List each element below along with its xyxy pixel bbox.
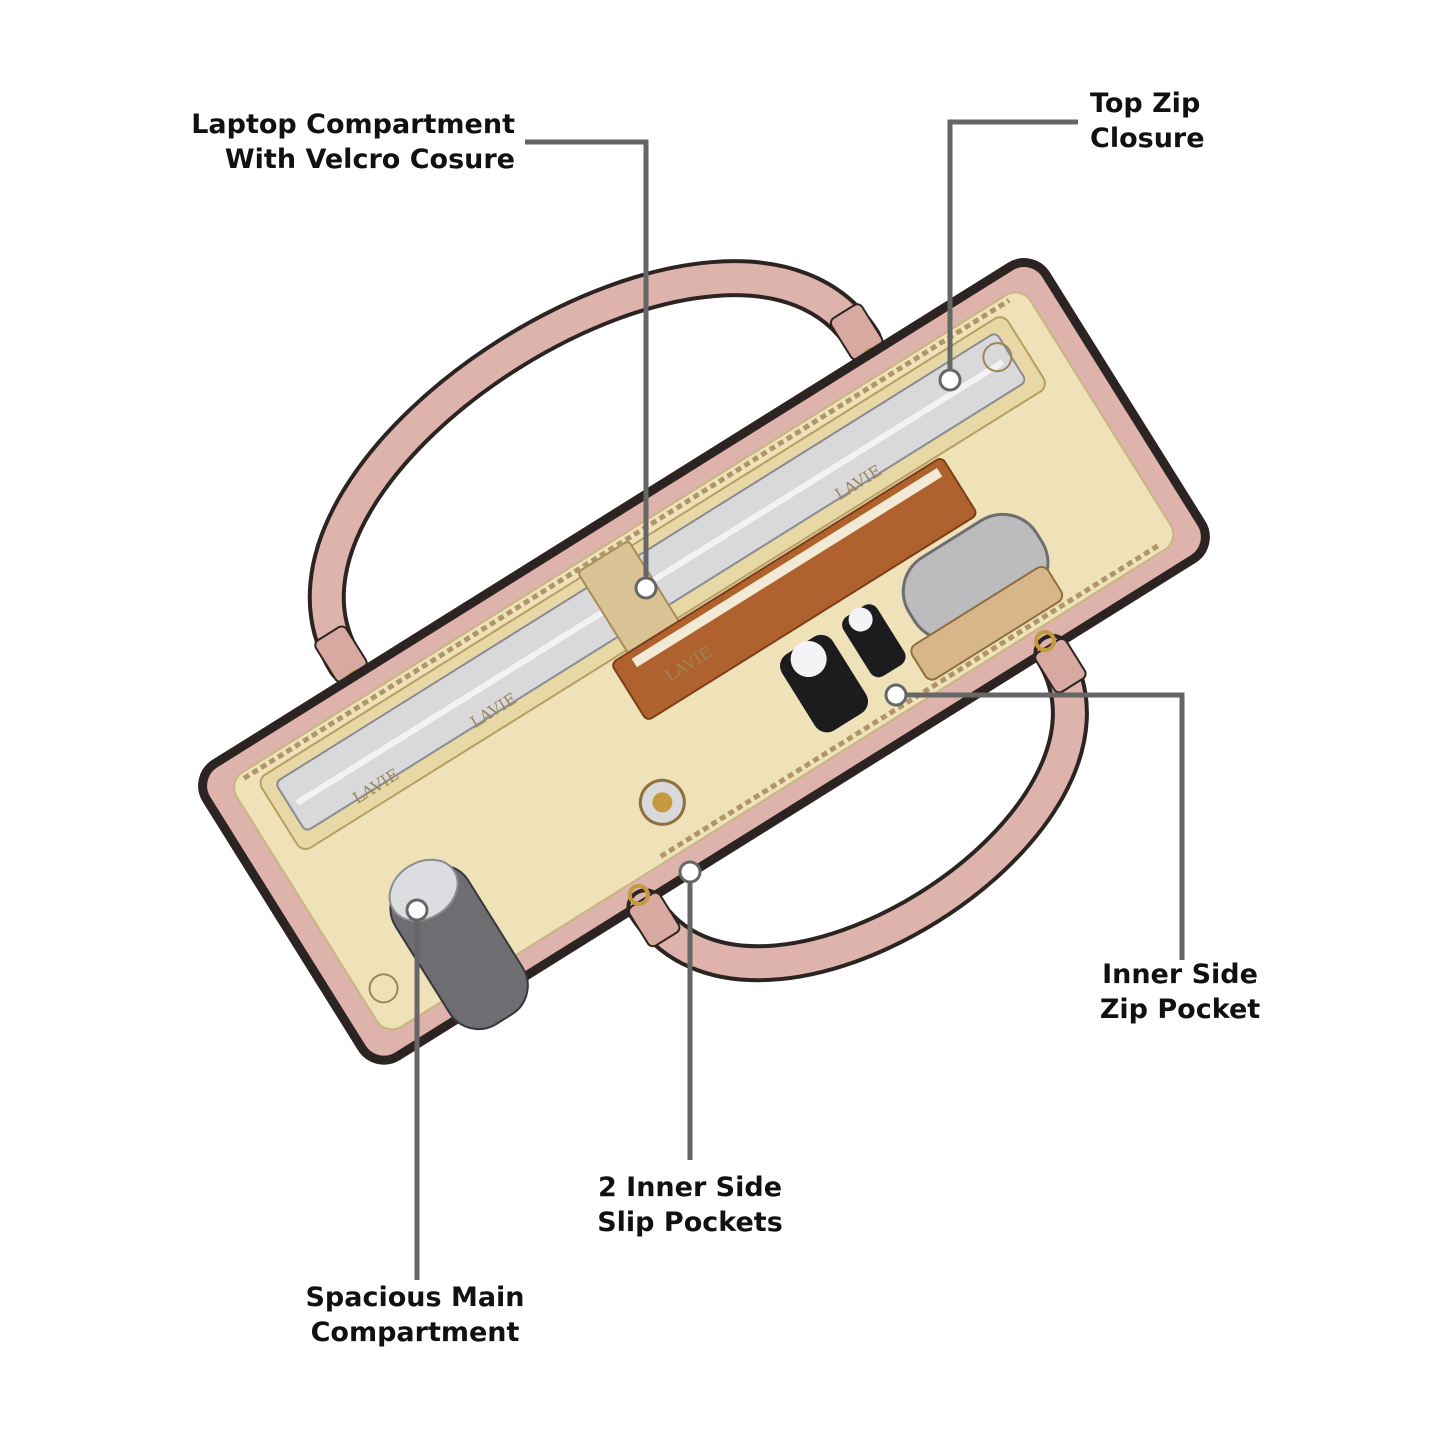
top-zip-callout-line1: Top Zip	[1090, 88, 1201, 119]
main-compartment-callout: Spacious Main Compartment	[290, 1280, 540, 1350]
main-compartment-callout-line2: Compartment	[310, 1317, 520, 1348]
top-zip-callout-line	[947, 119, 1078, 380]
top-zip-callout-line2: Closure	[1090, 123, 1205, 154]
inner-zip-callout-line1: Inner Side	[1102, 959, 1258, 990]
laptop-callout-line2: With Velcro Cosure	[224, 144, 515, 175]
handbag: LAVIE LAVIE LAVIE LAVIE	[198, 258, 1210, 1065]
main-compartment-marker	[405, 898, 429, 922]
notebook	[612, 458, 977, 720]
laptop-compartment-callout: Laptop Compartment With Velcro Cosure	[180, 107, 515, 177]
top-zipper	[242, 298, 1011, 781]
slip-pockets-callout-line1: 2 Inner Side	[597, 1172, 783, 1203]
main-compartment-callout-line1: Spacious Main	[305, 1282, 525, 1313]
top-zip-closure-callout: Top Zip Closure	[1090, 86, 1270, 156]
inner-zip-callout-line	[896, 692, 1185, 960]
phone	[910, 565, 1064, 681]
inner-side-zip-pocket-callout: Inner Side Zip Pocket	[1080, 957, 1280, 1027]
inner-side-zipper	[659, 541, 1163, 859]
lining-logo-icon	[982, 342, 1013, 373]
top-zip-marker	[938, 368, 962, 392]
slip-pockets-callout-line2: Slip Pockets	[597, 1207, 783, 1238]
laptop-marker	[634, 576, 658, 600]
lining-logo-icon	[368, 973, 399, 1004]
callout-markers	[405, 368, 962, 922]
inner-zip-callout-line2: Zip Pocket	[1099, 994, 1261, 1025]
inner-zip-marker	[884, 683, 908, 707]
slip-pockets-marker	[678, 860, 702, 884]
callout-lines	[414, 119, 1185, 1280]
inner-side-slip-pockets-callout: 2 Inner Side Slip Pockets	[580, 1170, 800, 1240]
laptop-callout-line1: Laptop Compartment	[191, 109, 515, 140]
laptop-callout-line	[525, 139, 649, 588]
